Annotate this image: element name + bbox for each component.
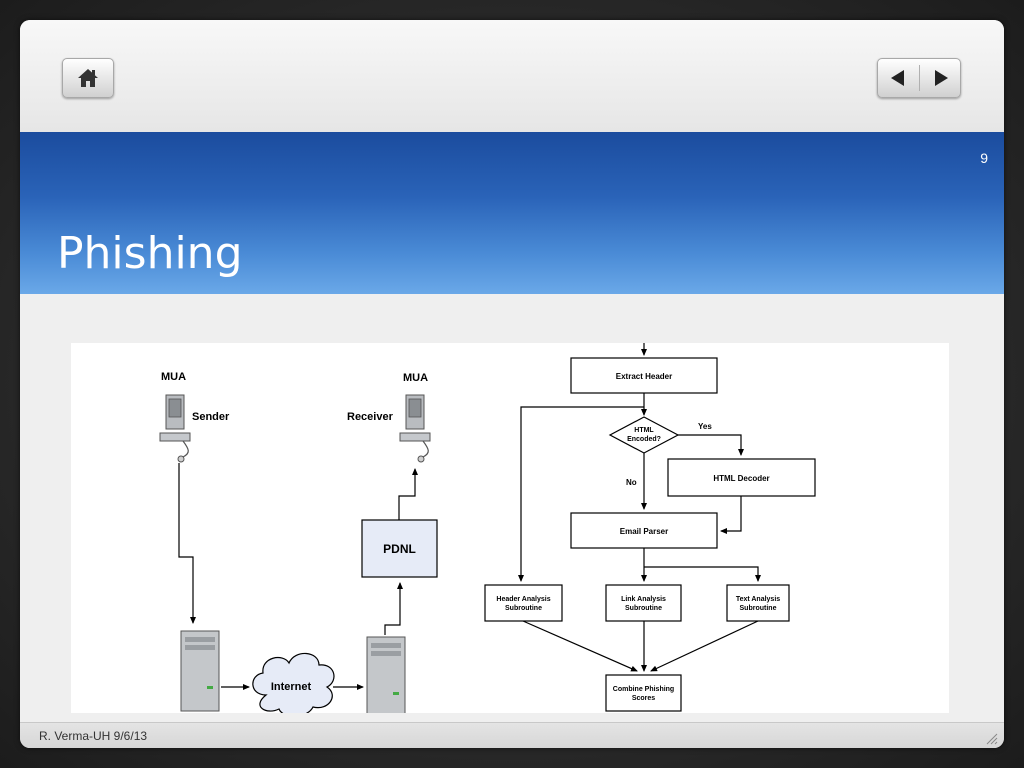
- arrow-text-to-combine: [650, 620, 759, 672]
- label-mua-sender: MUA: [161, 371, 186, 383]
- triangle-right-icon: [934, 70, 948, 86]
- slide-navigation: [877, 58, 961, 98]
- label-header-analysis-1: Header Analysis: [496, 596, 550, 603]
- label-extract-header: Extract Header: [616, 372, 672, 381]
- previous-slide-button[interactable]: [883, 63, 913, 93]
- next-slide-button[interactable]: [926, 63, 956, 93]
- extract-header-box: [570, 357, 718, 394]
- phishing-diagram: MUA Sender MUA Receiver PDNL Internet: [71, 343, 949, 713]
- label-email-parser: Email Parser: [620, 527, 668, 536]
- arrow-decoder-to-parser: [720, 496, 742, 534]
- label-link-analysis-1: Link Analysis: [621, 596, 666, 603]
- resize-grip-icon[interactable]: [984, 731, 998, 745]
- email-parser-box: [570, 512, 718, 549]
- label-combine-1: Combine Phishing: [613, 686, 674, 693]
- label-html-decoder: HTML Decoder: [713, 474, 769, 483]
- text-analysis-box: [726, 584, 790, 622]
- arrow-pdnl-to-receiver: [398, 468, 418, 520]
- html-decoder-box: [667, 458, 816, 497]
- header-analysis-box: [484, 584, 563, 622]
- home-button[interactable]: [62, 58, 114, 98]
- title-banner: 9 Phishing: [20, 132, 1004, 294]
- pdnl-box: [361, 519, 438, 578]
- footer-text: R. Verma-UH 9/6/13: [39, 729, 148, 743]
- label-html-encoded-1: HTML: [634, 427, 654, 434]
- label-pdnl: PDNL: [383, 542, 416, 556]
- label-text-analysis-1: Text Analysis: [736, 596, 780, 603]
- triangle-left-icon: [890, 70, 904, 86]
- label-header-analysis-2: Subroutine: [505, 605, 542, 612]
- combine-scores-box: [605, 674, 682, 712]
- arrow-sender-to-server: [178, 463, 196, 624]
- link-analysis-box: [605, 584, 682, 622]
- arrow-parser-to-text-analysis: [644, 566, 761, 582]
- label-text-analysis-2: Subroutine: [740, 605, 777, 612]
- top-toolbar: [20, 20, 1004, 132]
- label-html-encoded-2: Encoded?: [627, 436, 661, 443]
- home-icon: [78, 69, 98, 87]
- divider: [918, 65, 920, 91]
- slide-title: Phishing: [57, 228, 243, 279]
- label-combine-2: Scores: [632, 695, 655, 702]
- label-mua-receiver: MUA: [403, 372, 428, 384]
- internet-cloud-icon: [252, 652, 335, 713]
- label-yes: Yes: [698, 422, 712, 431]
- slide-number: 9: [980, 150, 988, 166]
- slide-footer: R. Verma-UH 9/6/13: [20, 722, 1004, 748]
- receiver-server-icon: [366, 636, 406, 713]
- label-no: No: [626, 478, 637, 487]
- label-sender: Sender: [192, 411, 230, 423]
- label-link-analysis-2: Subroutine: [625, 605, 662, 612]
- sender-server-icon: [180, 630, 220, 712]
- slide: 9 Phishing: [20, 20, 1004, 748]
- arrow-to-header-analysis: [518, 406, 644, 582]
- html-encoded-decision: [608, 416, 680, 454]
- arrow-yes-to-decoder: [678, 434, 744, 456]
- label-receiver: Receiver: [347, 411, 394, 423]
- diagram-canvas: MUA Sender MUA Receiver PDNL Internet: [159, 343, 816, 713]
- arrow-server-to-pdnl: [384, 582, 403, 635]
- receiver-computer-icon: [399, 394, 431, 463]
- sender-computer-icon: [159, 394, 191, 463]
- label-internet: Internet: [271, 681, 312, 693]
- arrow-header-to-combine: [522, 620, 638, 672]
